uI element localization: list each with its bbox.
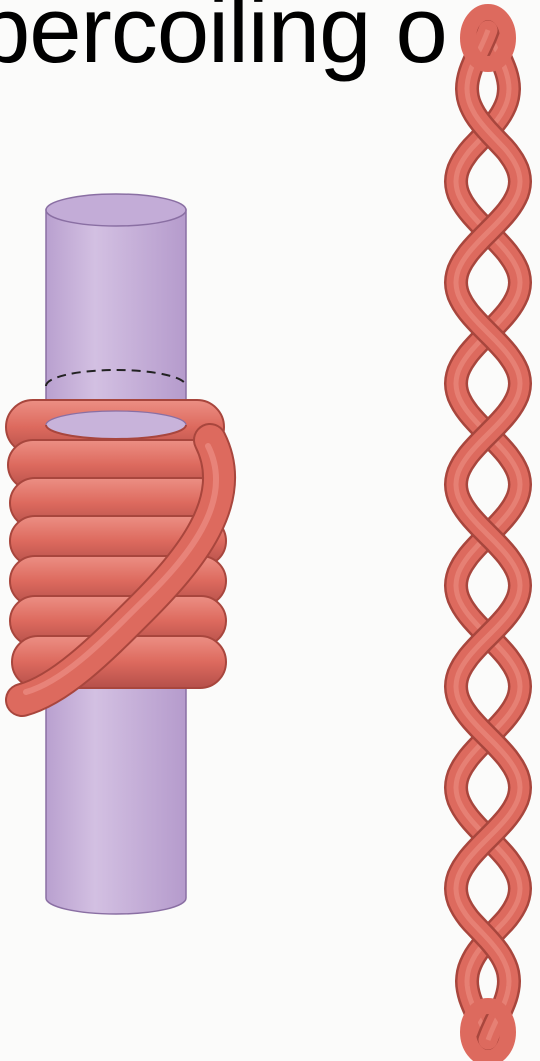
solenoid-panel [6,194,226,914]
plectoneme-panel [456,12,520,1058]
page-title: percoiling o [0,0,447,80]
